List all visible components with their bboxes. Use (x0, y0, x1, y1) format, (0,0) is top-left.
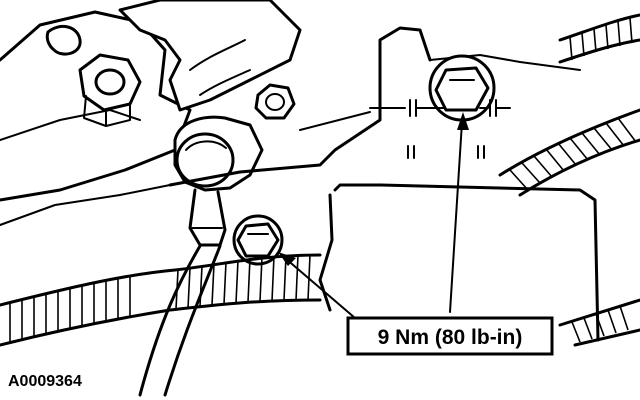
mounting-plate (168, 26, 432, 187)
harness-conduit-right (498, 13, 640, 197)
lower-center-bolt (232, 214, 284, 266)
torque-spec-label: 9 Nm (80 lb-in) (378, 326, 523, 349)
alignment-marks (369, 99, 511, 159)
callout-box (346, 316, 554, 356)
upper-left-nut (78, 53, 142, 127)
mounting-bracket (0, 10, 192, 226)
upper-right-bolt (428, 54, 496, 122)
sensor-cable (138, 188, 227, 397)
center-small-nut (254, 83, 296, 120)
figure-reference-id: A0009364 (8, 373, 82, 390)
arrow-head-upper (457, 112, 469, 130)
arrow-head-lower (278, 252, 296, 266)
sensor-body (173, 115, 264, 192)
harness-conduit-bottom (558, 298, 640, 347)
pointer-shape (118, 0, 302, 112)
leader-arrows (278, 112, 469, 319)
torque-callout: 9 Nm (80 lb-in) (346, 316, 554, 356)
harness-conduit-lower (0, 253, 322, 347)
